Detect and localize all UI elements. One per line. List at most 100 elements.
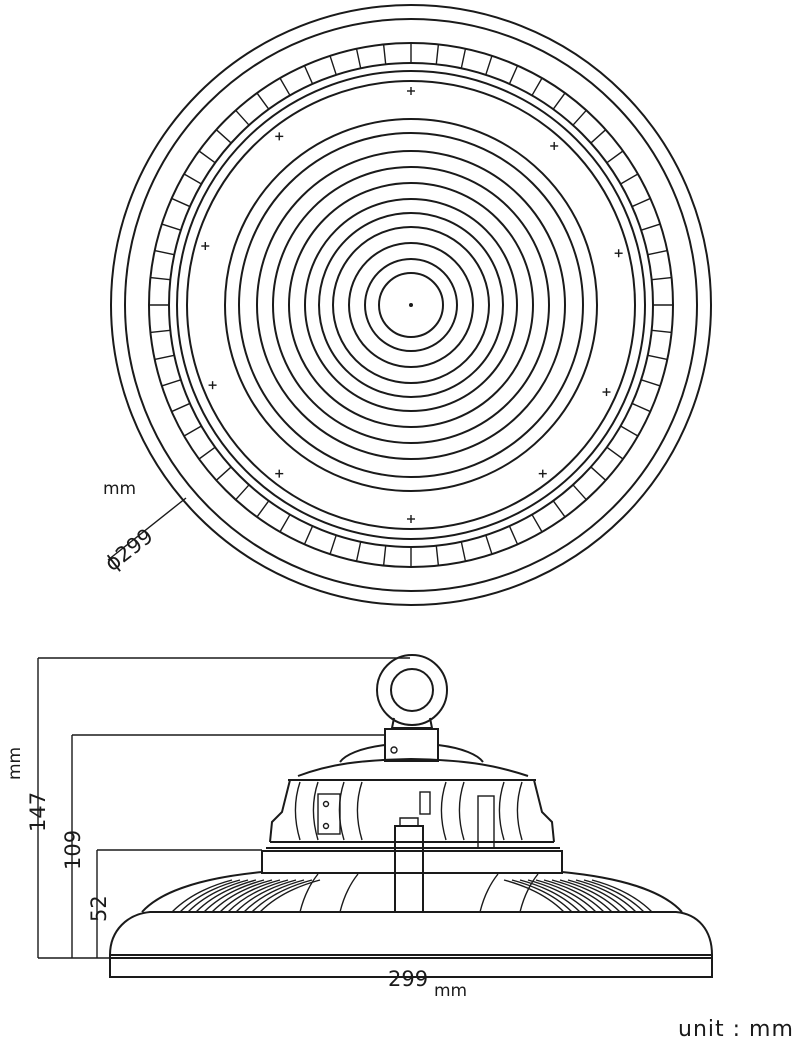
width-unit: mm (434, 981, 467, 1001)
base-fin (527, 879, 589, 913)
lens-rim-inner (186, 80, 636, 530)
base-fin (211, 879, 273, 913)
hanging-eye-ring (376, 654, 448, 729)
fin-segment (572, 109, 587, 126)
base-fin (519, 873, 539, 913)
base-fin (511, 879, 573, 913)
fin-segment (154, 354, 175, 361)
lens-ring (238, 132, 584, 478)
base-fin (559, 879, 621, 913)
fin-segment (279, 514, 291, 533)
fin-segment (215, 129, 232, 144)
fin-segment (606, 150, 624, 164)
fin-segment (382, 545, 387, 566)
fin-ring-side (141, 871, 683, 913)
fin-segment (329, 55, 337, 76)
housing-fin (312, 781, 319, 841)
height-unit: mm (5, 747, 25, 780)
housing-fin (294, 781, 301, 841)
fin-segment (590, 466, 607, 481)
fin-segment (435, 44, 440, 65)
fin-segment (620, 173, 639, 185)
fin-segment (647, 249, 668, 256)
housing-fin (440, 781, 447, 841)
height-base-label: 52 (87, 895, 111, 922)
fin-segment (355, 48, 362, 69)
base-fin (551, 879, 613, 913)
diameter-leader (107, 497, 187, 561)
fin-segment (485, 55, 493, 76)
housing-fin (458, 781, 465, 841)
fin-segment (279, 77, 291, 96)
fin-segment (303, 65, 314, 85)
fin-segment (382, 44, 387, 65)
base-fin (339, 873, 359, 913)
base-fin (583, 879, 645, 913)
fin-segment (256, 92, 270, 110)
fin-segment (531, 77, 543, 96)
fin-segment (651, 276, 672, 281)
base-fin (179, 879, 241, 913)
base-fin (535, 879, 597, 913)
base-fin (591, 879, 653, 913)
base-fin (219, 879, 281, 913)
lens-ring (378, 272, 444, 338)
base-fin (519, 879, 581, 913)
fin-segment (485, 534, 493, 555)
fin-segment (435, 545, 440, 566)
fin-segment (303, 525, 314, 545)
lens-ring (288, 182, 534, 428)
base-fin (235, 879, 297, 913)
base-fin (243, 879, 305, 913)
fin-segment (620, 425, 639, 437)
height-body-label: 109 (61, 830, 85, 870)
unit-note: unit : mm (678, 1017, 794, 1042)
fin-segment (183, 425, 202, 437)
base-fin (227, 879, 289, 913)
fin-ring-segments (149, 43, 673, 567)
fin-segment (552, 92, 566, 110)
top-view: mm ϕ299 (100, 4, 712, 606)
lens-base (109, 911, 713, 978)
fin-segment (329, 534, 337, 555)
base-fin (195, 879, 257, 913)
base-fin (575, 879, 637, 913)
housing-fin (498, 781, 505, 841)
fin-segment (235, 109, 250, 126)
diameter-label: ϕ299 (100, 524, 157, 576)
fin-segment (198, 446, 216, 460)
base-fin (567, 879, 629, 913)
lens-ring (318, 212, 504, 398)
width-label: 299 (388, 967, 428, 991)
fin-segment (161, 379, 182, 387)
lens-ring (304, 198, 518, 412)
top-connector (339, 728, 484, 763)
fin-segment (171, 402, 191, 413)
base-fin (203, 879, 265, 913)
fin-segment (531, 514, 543, 533)
center-dot (409, 303, 413, 307)
lens-ring (256, 150, 566, 460)
fin-segment (631, 402, 651, 413)
fin-segment (154, 249, 175, 256)
fin-segment (183, 173, 202, 185)
fin-segment (256, 500, 270, 518)
fin-segment (606, 446, 624, 460)
housing-fin (516, 781, 523, 841)
fin-segment (460, 48, 467, 69)
dimension-lines (37, 657, 410, 959)
fin-segment (651, 329, 672, 334)
fin-segment (355, 541, 362, 562)
heatsink-housing (261, 757, 563, 913)
lens-ring (332, 226, 490, 384)
base-fin (251, 879, 313, 913)
side-view: mm 147 109 52 299 mm (5, 654, 713, 1001)
lens-ring (272, 166, 550, 444)
fin-segment (150, 329, 171, 334)
height-total-label: 147 (26, 792, 50, 832)
fin-segment (552, 500, 566, 518)
base-fin (543, 879, 605, 913)
fin-segment (171, 197, 191, 208)
fin-segment (215, 466, 232, 481)
